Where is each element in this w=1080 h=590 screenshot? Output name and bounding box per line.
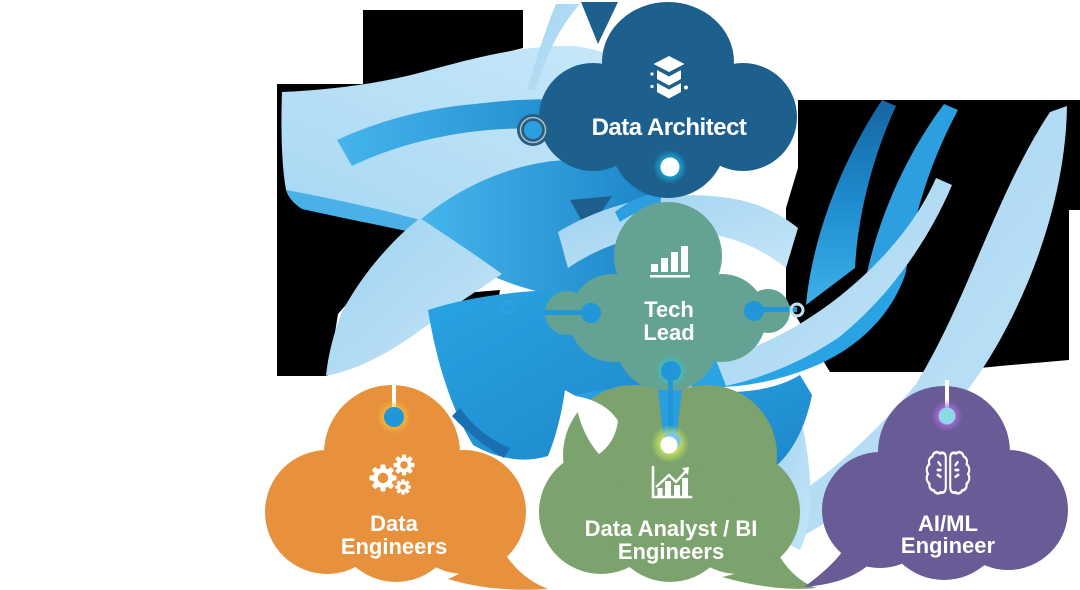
svg-text:Data Analyst / BI: Data Analyst / BI xyxy=(585,516,758,541)
svg-text:Data Architect: Data Architect xyxy=(592,114,747,141)
svg-text:Engineers: Engineers xyxy=(341,534,447,559)
svg-text:Tech: Tech xyxy=(644,297,694,322)
svg-text:Data: Data xyxy=(370,511,418,536)
svg-text:Engineer: Engineer xyxy=(901,533,996,558)
svg-text:AI/ML: AI/ML xyxy=(918,511,978,536)
svg-text:Engineers: Engineers xyxy=(618,539,724,564)
svg-text:Lead: Lead xyxy=(643,320,694,345)
